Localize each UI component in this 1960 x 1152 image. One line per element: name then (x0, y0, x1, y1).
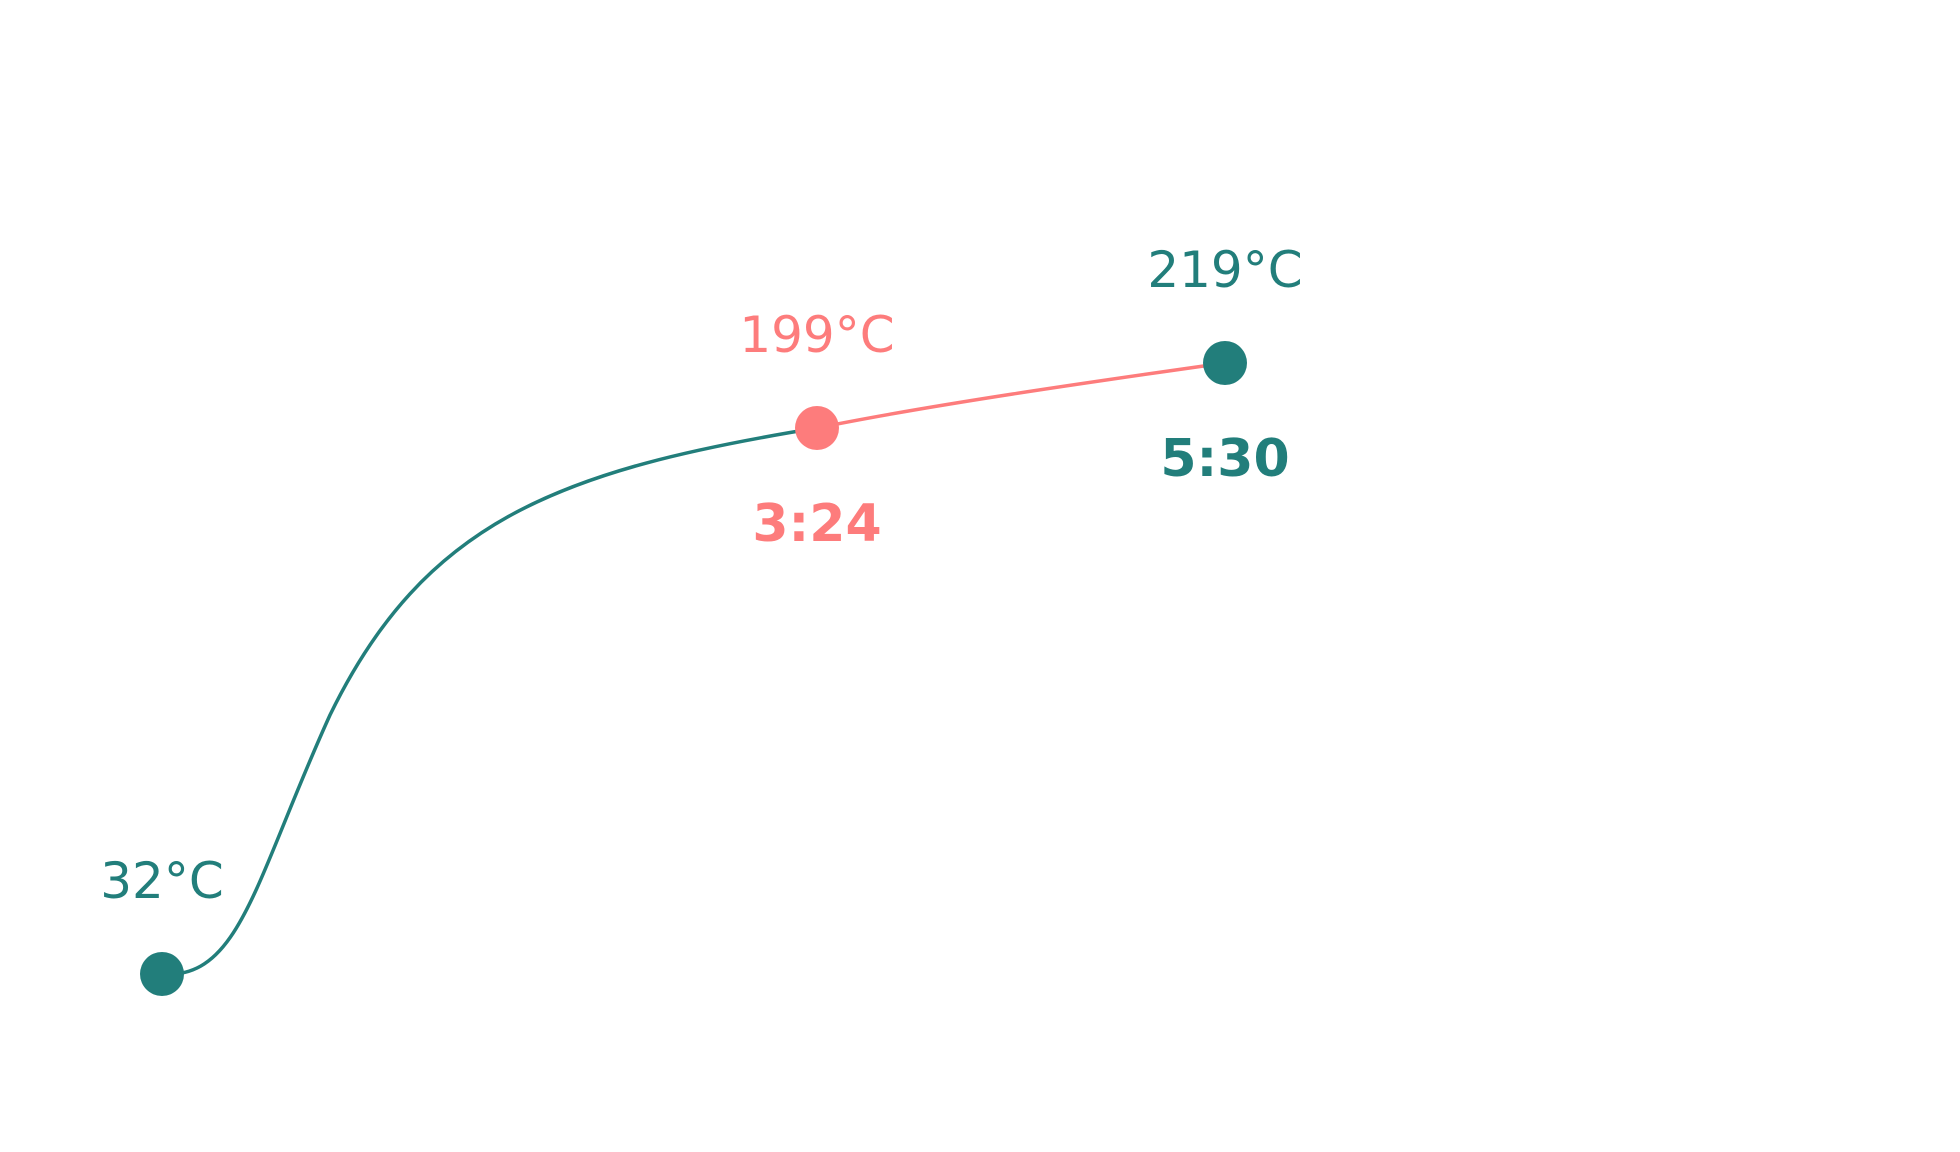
time-label-end: 5:30 (1160, 429, 1289, 489)
data-point-end (1203, 341, 1247, 385)
curve-segment-development (815, 361, 1227, 430)
data-point-start (140, 952, 184, 996)
temp-label-end: 219°C (1147, 241, 1302, 299)
temp-label-first-crack: 199°C (739, 306, 894, 364)
temp-label-start: 32°C (100, 852, 224, 910)
time-label-first-crack: 3:24 (752, 494, 881, 554)
curve-segment-heating (160, 426, 819, 976)
data-point-first-crack (795, 406, 839, 450)
